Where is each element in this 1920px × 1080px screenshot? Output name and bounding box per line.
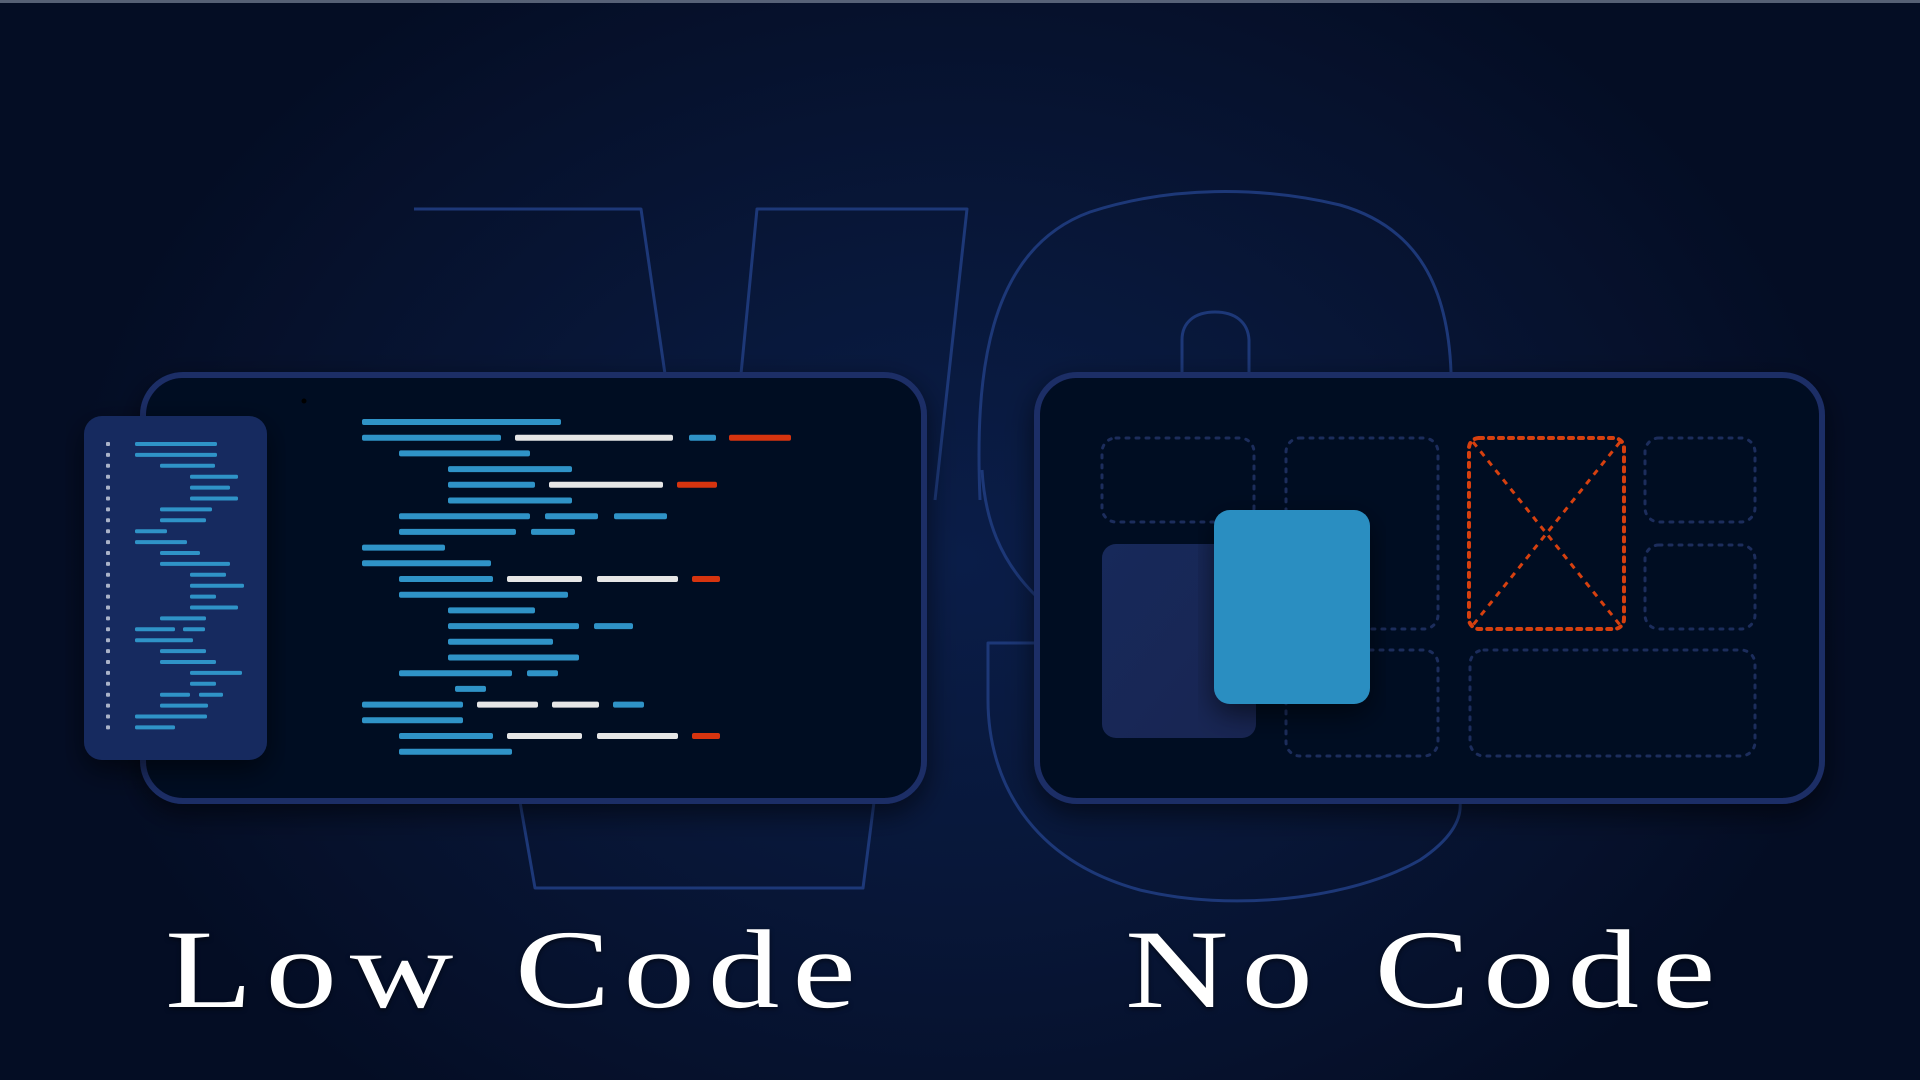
- code-token: [399, 576, 493, 582]
- code-token: [399, 733, 493, 739]
- low-code-panel: [140, 372, 927, 804]
- code-token: [689, 434, 716, 441]
- code-token: [448, 654, 579, 661]
- code-token: [545, 513, 598, 520]
- code-token: [677, 481, 717, 488]
- watermark-v-outline: [414, 207, 969, 890]
- code-token: [552, 701, 599, 708]
- no-code-label: No Code: [1125, 908, 1729, 1032]
- code-token: [399, 450, 530, 457]
- code-token: [399, 591, 568, 598]
- code-token: [613, 701, 644, 708]
- code-token: [362, 560, 491, 567]
- empty-slot-placeholder: [1468, 648, 1757, 758]
- image-placeholder-x-box: [1467, 436, 1626, 631]
- code-token: [507, 576, 582, 582]
- code-token: [362, 434, 501, 441]
- code-token: [399, 748, 512, 755]
- drag-drop-cards: [1102, 510, 1370, 738]
- watermark-s-outline: [977, 190, 1462, 903]
- code-token: [362, 419, 561, 425]
- code-token: [477, 701, 538, 708]
- low-code-label: Low Code: [165, 908, 869, 1032]
- empty-slot-placeholder: [1100, 436, 1256, 524]
- code-token: [597, 576, 678, 582]
- code-token: [448, 481, 535, 488]
- code-token: [527, 670, 558, 677]
- code-token: [448, 607, 535, 614]
- code-token: [614, 513, 667, 520]
- code-token: [448, 638, 553, 645]
- top-border-strip: [0, 0, 1920, 3]
- code-minimap-sidebar: [84, 416, 267, 760]
- code-token: [597, 733, 678, 739]
- no-code-panel: [1034, 372, 1825, 804]
- code-token: [448, 623, 579, 630]
- code-token: [531, 528, 575, 535]
- code-token: [692, 576, 720, 582]
- code-token: [399, 670, 512, 677]
- code-token: [594, 623, 633, 630]
- code-token: [549, 481, 663, 488]
- code-token: [729, 434, 791, 441]
- code-token: [692, 733, 720, 739]
- code-token: [448, 466, 572, 473]
- code-token: [362, 701, 463, 708]
- code-token: [362, 544, 445, 551]
- code-editor-lines: [362, 419, 791, 755]
- code-token: [515, 434, 673, 441]
- empty-slot-placeholder: [1643, 436, 1757, 524]
- front-card: [1214, 510, 1370, 704]
- empty-slot-placeholder: [1643, 543, 1757, 631]
- code-token: [399, 513, 530, 520]
- code-token: [448, 497, 572, 504]
- code-token: [399, 528, 516, 535]
- code-token: [362, 717, 463, 724]
- code-token: [507, 733, 582, 739]
- code-token: [455, 685, 486, 692]
